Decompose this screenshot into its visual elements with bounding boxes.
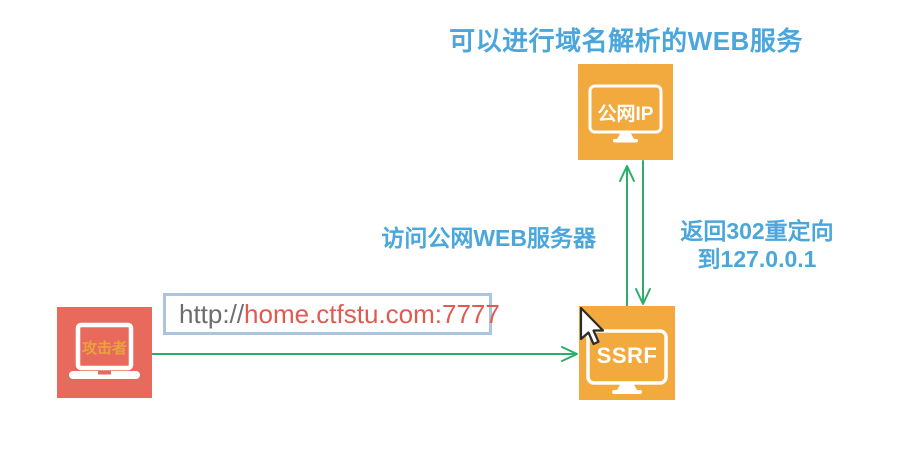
arrow-up-to-public-web [619,165,635,307]
monitor-icon [588,84,663,143]
mouse-cursor-icon [579,306,605,346]
arrow-attacker-to-ssrf [151,346,578,362]
node-public-web-server: 公网IP [578,64,673,160]
url-address-box: http://home.ctfstu.com:7777 [163,293,500,335]
node-ssrf-server: SSRF [579,306,675,400]
redirect-label-line2: 到127.0.0.1 [697,246,817,272]
laptop-icon [69,322,140,379]
arrow-down-to-ssrf [635,160,651,305]
edge-label-visit-web-server: 访问公网WEB服务器 [381,225,596,251]
monitor-icon [586,329,668,394]
url-scheme: http:// [179,298,245,329]
url-host: home.ctfstu.com:7777 [244,298,500,329]
diagram-title: 可以进行域名解析的WEB服务 [449,26,803,56]
node-attacker: 攻击者 [57,307,152,398]
edge-label-302-redirect: 返回302重定向 到127.0.0.1 [670,217,844,273]
redirect-label-line1: 返回302重定向 [680,218,834,244]
